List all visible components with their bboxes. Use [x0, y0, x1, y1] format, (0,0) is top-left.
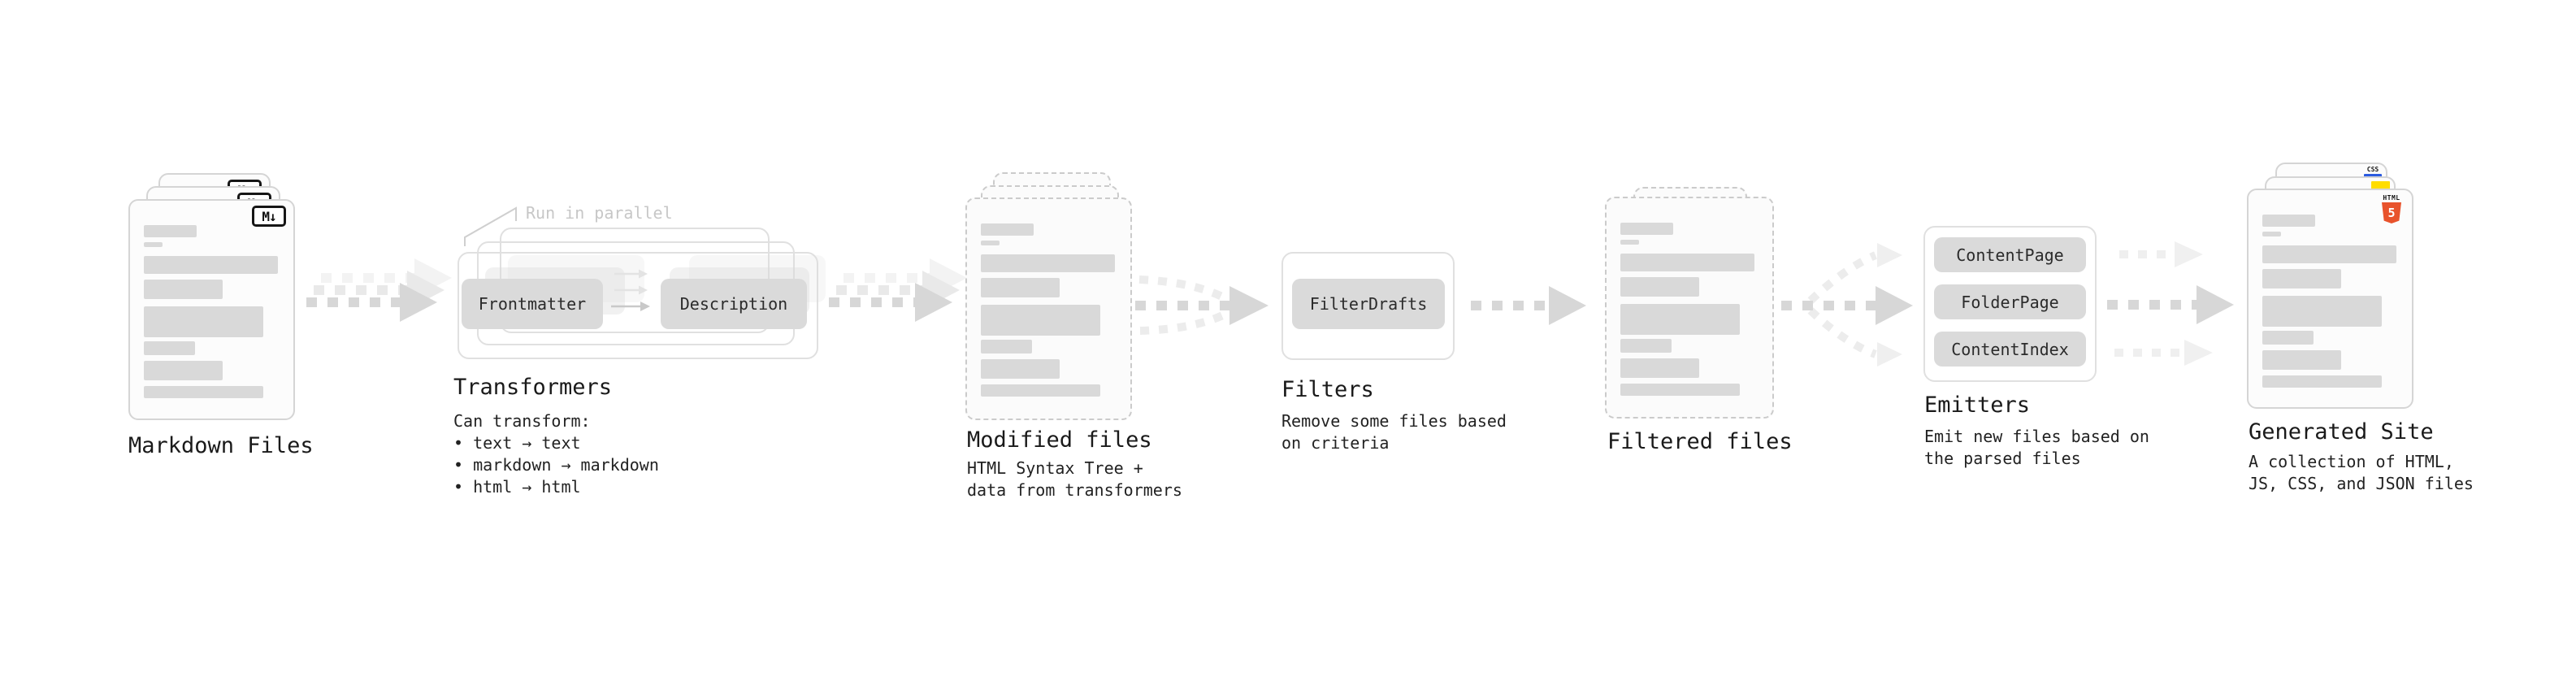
filter-drafts-chip: FilterDrafts — [1292, 279, 1445, 329]
placeholder-text-bar — [144, 386, 263, 398]
placeholder-text-bar — [981, 305, 1100, 336]
transformer-step-frontmatter: Frontmatter — [462, 279, 603, 329]
css-icon-label: CSS — [2366, 166, 2379, 173]
placeholder-text-bar — [2262, 331, 2314, 345]
emitters-description: Emit new files based on the parsed files — [1924, 427, 2149, 468]
emitter-content-page-chip: ContentPage — [1934, 237, 2086, 272]
arrow-filters-to-filtered — [1471, 286, 1586, 325]
placeholder-text-bar — [1620, 277, 1699, 297]
filtered-file-card-front — [1605, 197, 1774, 419]
placeholder-text-bar — [2262, 375, 2382, 388]
placeholder-text-bar — [981, 223, 1034, 236]
emitters-box — [1923, 226, 2097, 382]
arrow-modified-to-filters-converge — [1135, 275, 1268, 335]
placeholder-text-bar — [1620, 254, 1754, 271]
markdown-files-label: Markdown Files — [128, 433, 314, 458]
file-content-placeholder — [2249, 190, 2412, 407]
placeholder-text-bar — [144, 242, 163, 247]
placeholder-text-bar — [981, 241, 1000, 245]
modified-files-description: HTML Syntax Tree + data from transformer… — [967, 458, 1182, 500]
placeholder-text-bar — [144, 361, 223, 380]
arrow-emitters-to-site — [2107, 241, 2234, 366]
markdown-file-icon: M↓ — [252, 206, 286, 227]
placeholder-text-bar — [981, 359, 1060, 379]
transformer-box-front — [458, 252, 818, 359]
transformer-step-description: Description — [661, 279, 807, 329]
arrow-filtered-to-emitters-split — [1781, 243, 1913, 367]
generated-site-description: A collection of HTML, JS, CSS, and JSON … — [2249, 452, 2474, 493]
placeholder-text-bar — [2262, 232, 2281, 236]
emitter-folder-page-chip: FolderPage — [1934, 284, 2086, 319]
placeholder-text-bar — [2262, 245, 2396, 263]
css-icon-bar — [2364, 174, 2382, 177]
placeholder-text-bar — [1620, 384, 1740, 396]
placeholder-text-bar — [981, 278, 1060, 297]
emitters-title: Emitters — [1924, 393, 2031, 418]
filters-description: Remove some files based on criteria — [1281, 411, 1507, 453]
placeholder-text-bar — [981, 384, 1100, 397]
placeholder-text-bar — [1620, 304, 1740, 335]
emitter-content-index-chip: ContentIndex — [1934, 332, 2086, 367]
placeholder-text-bar — [2262, 350, 2341, 370]
placeholder-text-bar — [981, 340, 1032, 354]
filtered-files-title: Filtered files — [1607, 429, 1793, 454]
placeholder-text-bar — [144, 225, 197, 237]
css-file-icon: CSS — [2364, 167, 2382, 177]
placeholder-text-bar — [144, 280, 223, 299]
placeholder-text-bar — [2262, 296, 2382, 327]
run-in-parallel-note: Run in parallel — [526, 203, 673, 223]
file-content-placeholder — [967, 199, 1130, 419]
placeholder-text-bar — [1620, 358, 1699, 378]
arrow-transformers-to-modified — [829, 258, 967, 322]
placeholder-text-bar — [2262, 215, 2315, 227]
markdown-file-card-front: M↓ — [128, 199, 295, 420]
placeholder-text-bar — [144, 306, 263, 337]
placeholder-text-bar — [1620, 339, 1672, 353]
placeholder-text-bar — [144, 341, 195, 355]
modified-files-title: Modified files — [967, 427, 1152, 453]
html5-file-icon: HTML 5 — [2381, 194, 2402, 223]
html5-number: 5 — [2387, 206, 2396, 220]
placeholder-text-bar — [1620, 223, 1673, 235]
filters-box — [1281, 252, 1455, 360]
generated-site-title: Generated Site — [2249, 419, 2434, 445]
transformers-title: Transformers — [453, 375, 613, 400]
placeholder-text-bar — [981, 254, 1115, 272]
site-file-card-html: HTML 5 — [2247, 189, 2413, 409]
html5-icon-label: HTML — [2383, 194, 2400, 202]
placeholder-text-bar — [2262, 269, 2341, 288]
filters-title: Filters — [1281, 377, 1374, 402]
file-content-placeholder — [1607, 198, 1772, 417]
file-content-placeholder — [130, 201, 293, 419]
transformers-description: Can transform: • text → text • markdown … — [453, 411, 659, 497]
placeholder-text-bar — [1620, 240, 1639, 245]
placeholder-text-bar — [144, 256, 278, 274]
html5-shield: 5 — [2382, 202, 2401, 223]
arrow-markdown-to-transformers — [306, 258, 452, 322]
js-file-icon — [2371, 181, 2390, 190]
modified-file-card-front — [965, 197, 1132, 420]
